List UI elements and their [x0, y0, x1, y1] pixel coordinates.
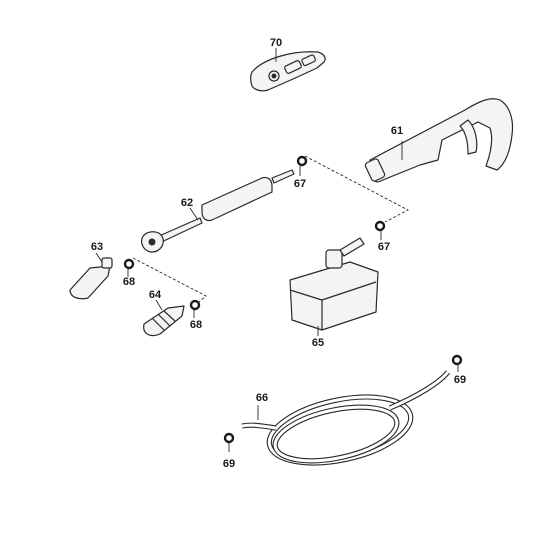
part-66-hose: 66: [241, 370, 451, 466]
part-68-o-ring-b: 68: [189, 299, 202, 331]
callout-61: 61: [391, 125, 403, 137]
callout-67-b: 67: [378, 241, 390, 253]
callout-69-a: 69: [454, 374, 466, 386]
part-64-turbo-nozzle: 64: [143, 289, 185, 337]
part-61-trigger-gun: 61: [364, 98, 514, 183]
callout-65: 65: [312, 337, 324, 349]
callout-62: 62: [181, 197, 193, 209]
callout-69-b: 69: [223, 458, 235, 470]
callout-64: 64: [149, 289, 162, 301]
part-69-o-ring-a: 69: [451, 354, 466, 386]
part-63-nozzle: 63: [69, 241, 113, 300]
part-68-o-ring-a: 68: [123, 258, 135, 288]
part-67-o-ring-b: 67: [374, 220, 390, 253]
callout-68-b: 68: [190, 319, 202, 331]
assembly-guide-lines: [132, 155, 409, 303]
callout-66: 66: [256, 392, 268, 404]
callout-68-a: 68: [123, 276, 135, 288]
callout-67-a: 67: [294, 178, 306, 190]
part-62-spray-lance: 62: [141, 169, 295, 253]
part-65-detergent-bottle: 65: [289, 237, 379, 349]
callout-70: 70: [270, 37, 282, 49]
part-69-o-ring-b: 69: [223, 432, 235, 470]
part-67-o-ring-a: 67: [294, 155, 308, 190]
callout-63: 63: [91, 241, 103, 253]
part-70-accessory-bag: 70: [249, 37, 326, 92]
